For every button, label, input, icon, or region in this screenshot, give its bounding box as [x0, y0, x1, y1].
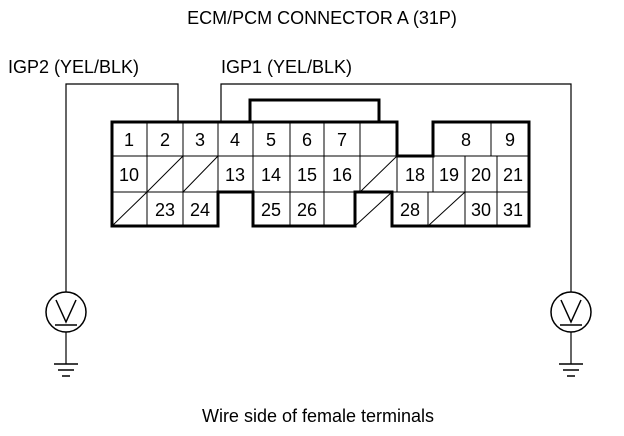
pin-24: 24: [190, 200, 210, 220]
pin-25: 25: [261, 200, 281, 220]
unused-cavity-11: [146, 155, 184, 193]
pin-30: 30: [471, 200, 491, 220]
voltmeter-right-circle: [550, 291, 592, 333]
pin-31: 31: [503, 200, 523, 220]
pin-3: 3: [195, 130, 205, 150]
pin-28: 28: [400, 200, 420, 220]
voltmeter-left-label: V: [0, 0, 1, 1]
pin-9: 9: [505, 130, 515, 150]
unused-cavity-29: [427, 191, 466, 227]
pin-4: 4: [230, 130, 240, 150]
pin-numbers: 1 2 3 4 5 6 7 8 9 10 13 14 15 16 18 19 2…: [119, 130, 523, 220]
pin-16: 16: [332, 165, 352, 185]
pin-5: 5: [266, 130, 276, 150]
wire-label-igp1: IGP1 (YEL/BLK): [221, 57, 352, 77]
pin-20: 20: [471, 165, 491, 185]
unused-cavity-27: [354, 191, 393, 227]
pin-26: 26: [297, 200, 317, 220]
unused-cavities: [111, 155, 466, 227]
ground-icon: [559, 363, 583, 377]
wire-igp1: [220, 83, 572, 292]
voltmeter-icon: [55, 299, 77, 324]
pin-15: 15: [297, 165, 317, 185]
diagram-title: ECM/PCM CONNECTOR A (31P): [187, 8, 457, 28]
unused-cavity-22: [111, 191, 148, 227]
voltmeter-right: [550, 291, 592, 377]
pin-1: 1: [124, 130, 134, 150]
pin-18: 18: [405, 165, 425, 185]
diagram-caption: Wire side of female terminals: [202, 406, 434, 426]
probe-wires: [65, 83, 572, 292]
pin-2: 2: [160, 130, 170, 150]
pin-8: 8: [461, 130, 471, 150]
pin-7: 7: [337, 130, 347, 150]
pin-19: 19: [439, 165, 459, 185]
voltmeter-left-circle: [45, 291, 87, 333]
unused-cavity-17: [359, 155, 398, 193]
wire-igp2: [65, 83, 179, 292]
pin-13: 13: [225, 165, 245, 185]
voltmeter-left: V: [0, 0, 87, 377]
unused-cavity-12: [182, 155, 219, 193]
pin-21: 21: [503, 165, 523, 185]
pin-23: 23: [155, 200, 175, 220]
ground-icon: [54, 363, 78, 377]
pin-14: 14: [261, 165, 281, 185]
pin-10: 10: [119, 165, 139, 185]
wire-label-igp2: IGP2 (YEL/BLK): [8, 57, 139, 77]
connector-lock-tab: [248, 98, 381, 122]
pin-6: 6: [302, 130, 312, 150]
connector-grid: [112, 122, 529, 226]
voltmeter-icon: [560, 299, 582, 324]
